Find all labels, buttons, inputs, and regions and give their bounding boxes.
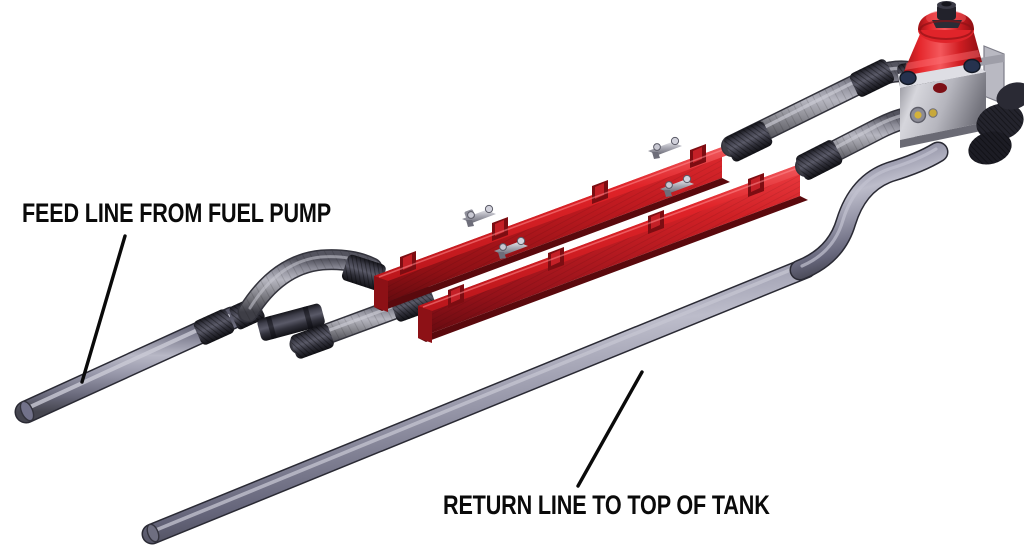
leader-line-return	[576, 370, 644, 488]
return-line-tube	[141, 141, 949, 545]
fuel-rail-upper	[374, 136, 736, 312]
injector-ports-upper	[400, 144, 706, 275]
rail-bracket	[648, 136, 682, 159]
rail-bracket	[660, 174, 694, 197]
fuel-pressure-regulator	[898, 1, 1024, 165]
callout-feed-line-label: FEED LINE FROM FUEL PUMP	[22, 198, 331, 228]
leader-line-feed	[80, 234, 127, 384]
rail-bracket	[494, 236, 528, 259]
callout-return-line-label: RETURN LINE TO TOP OF TANK	[443, 490, 770, 520]
regulator-right-fittings	[968, 82, 1024, 165]
feed-hose-upper	[237, 249, 386, 323]
rail-bracket	[462, 204, 496, 227]
fuel-rail-lower	[418, 164, 814, 343]
